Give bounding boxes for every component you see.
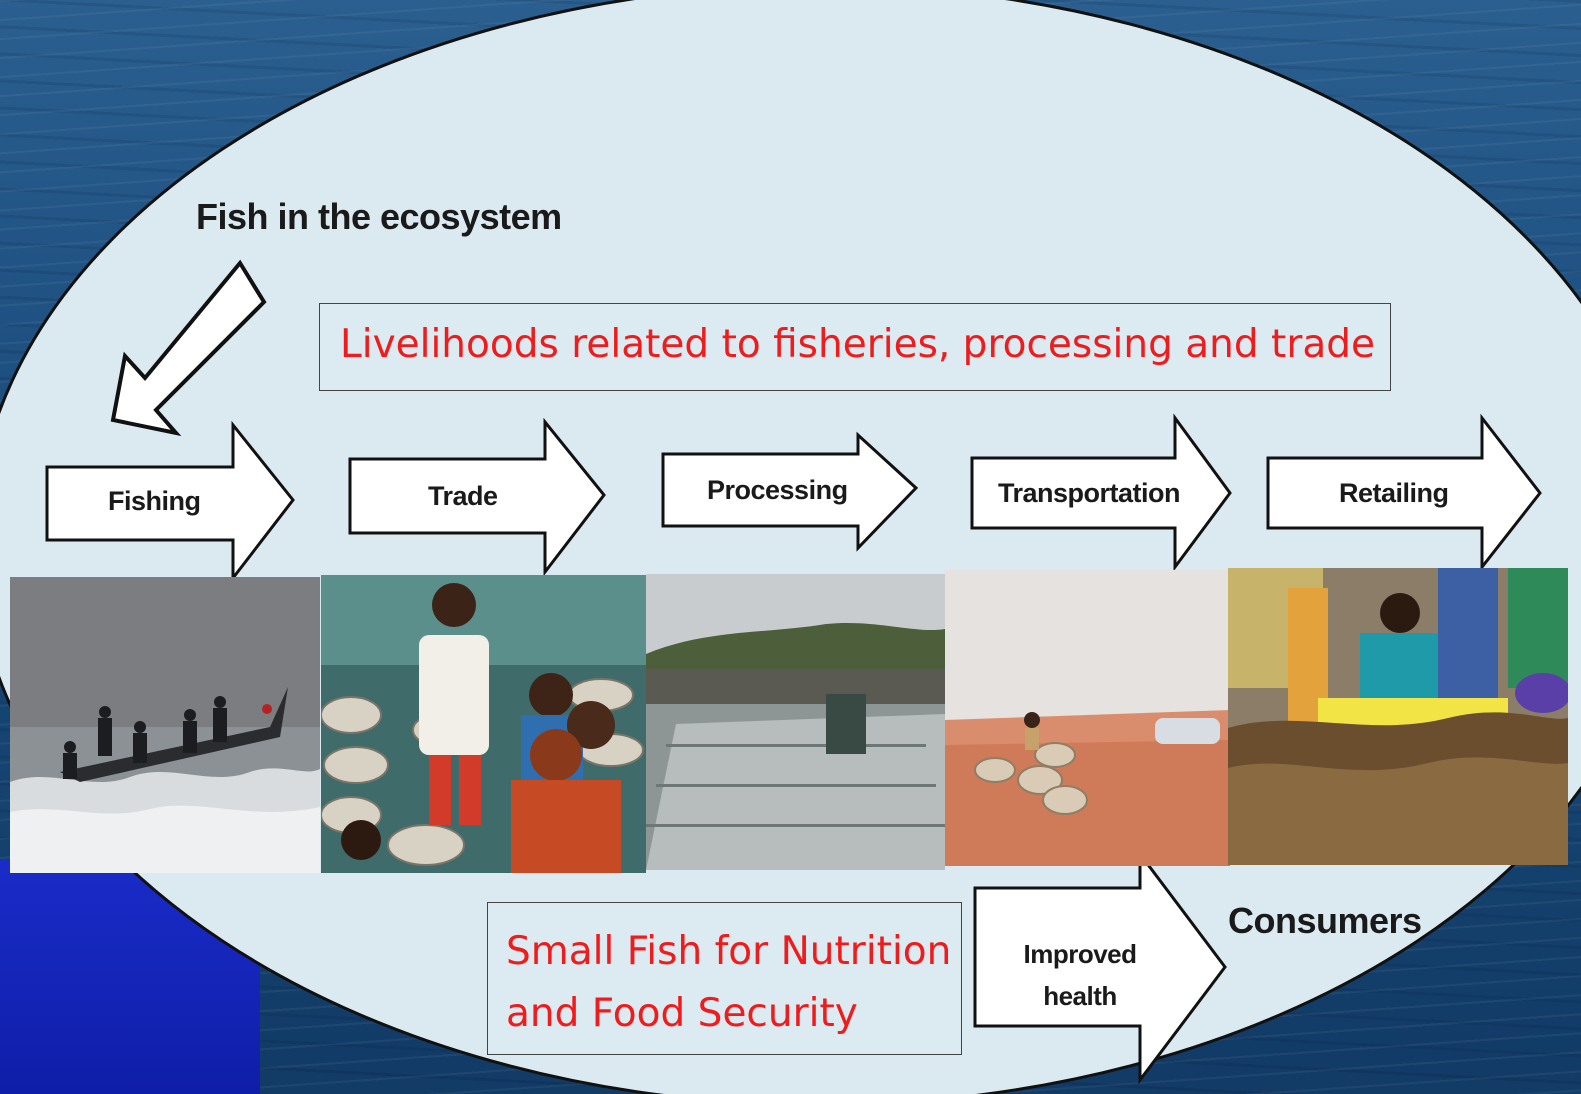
nutrition-line2: and Food Security bbox=[506, 991, 858, 1036]
improved-health-label: Improved health bbox=[1000, 933, 1160, 1017]
improved-health-line1: Improved bbox=[1023, 939, 1137, 969]
livelihoods-box: Livelihoods related to fisheries, proces… bbox=[319, 303, 1391, 391]
chain-label-fishing: Fishing bbox=[108, 486, 201, 516]
diagonal-arrow bbox=[110, 259, 267, 437]
fishing-arrow bbox=[45, 420, 295, 583]
ecosystem-title: Fish in the ecosystem bbox=[196, 196, 562, 237]
improved-health-arrow bbox=[973, 849, 1227, 1085]
retailing-photo bbox=[1228, 568, 1568, 865]
livelihoods-text: Livelihoods related to fisheries, proces… bbox=[340, 322, 1376, 367]
trade-photo bbox=[321, 575, 646, 873]
consumers-label: Consumers bbox=[1228, 900, 1422, 941]
trade-arrow bbox=[348, 417, 606, 577]
processing-arrow bbox=[661, 431, 919, 552]
processing-photo bbox=[646, 574, 945, 870]
transportation-arrow bbox=[970, 413, 1232, 572]
chain-label-retailing: Retailing bbox=[1339, 478, 1449, 508]
nutrition-box: Small Fish for Nutrition and Food Securi… bbox=[487, 902, 962, 1055]
improved-health-line2: health bbox=[1043, 981, 1117, 1011]
chain-label-transportation: Transportation bbox=[998, 478, 1181, 508]
nutrition-line1: Small Fish for Nutrition bbox=[506, 929, 952, 974]
chain-label-trade: Trade bbox=[428, 481, 498, 511]
retailing-arrow bbox=[1266, 413, 1542, 572]
fishing-photo bbox=[10, 577, 320, 873]
chain-label-processing: Processing bbox=[707, 475, 848, 505]
transportation-photo bbox=[945, 570, 1230, 866]
